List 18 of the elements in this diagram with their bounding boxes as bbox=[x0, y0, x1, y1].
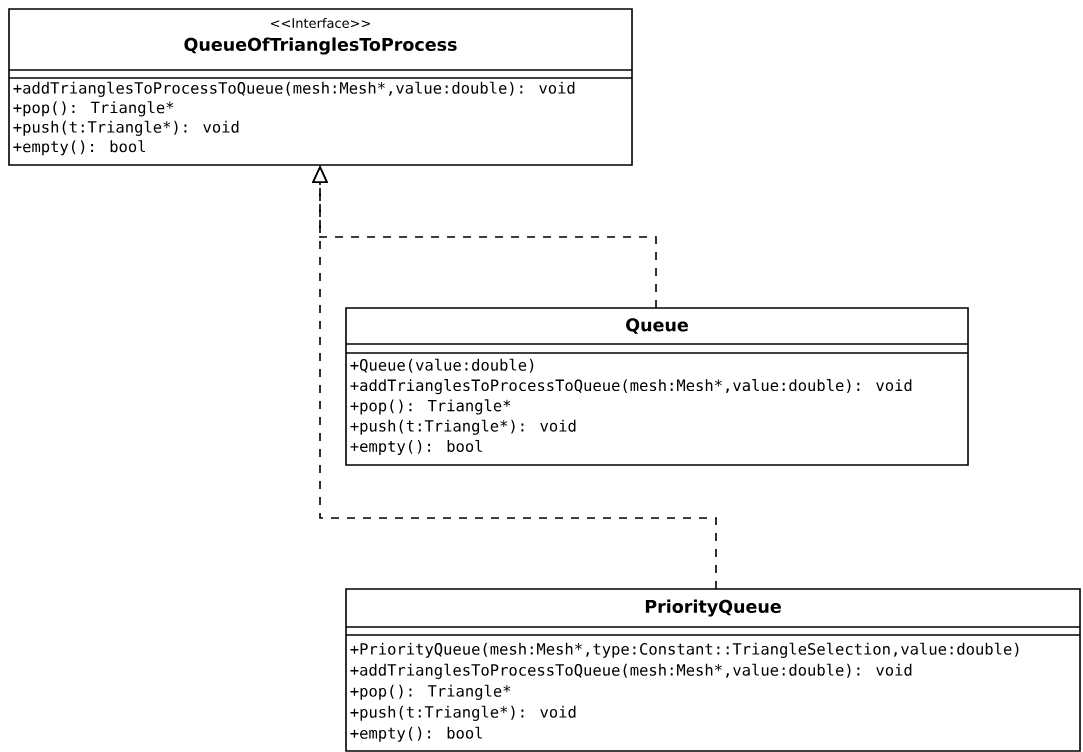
method-text: +Queue(value:double) bbox=[350, 358, 534, 373]
method-text: +pop(): Triangle* bbox=[13, 101, 174, 117]
method-text: +pop(): Triangle* bbox=[350, 684, 511, 700]
method-text: +PriorityQueue(mesh:Mesh*,type:Constant::TriangleSelection,value:double) bbox=[350, 642, 1019, 658]
class-name: Queue bbox=[626, 318, 688, 334]
stereotype-label: <<Interface>> bbox=[271, 17, 370, 29]
class-name: QueueOfTrianglesToProcess bbox=[184, 37, 457, 55]
method-text: +push(t:Triangle*): void bbox=[350, 705, 576, 721]
class-name: PriorityQueue bbox=[645, 599, 781, 617]
method-text: +addTrianglesToProcessToQueue(mesh:Mesh*,value:double): void bbox=[350, 379, 912, 395]
method-text: +empty(): bool bbox=[350, 726, 483, 742]
method-text: +pop(): Triangle* bbox=[350, 399, 511, 415]
method-text: +push(t:Triangle*): void bbox=[350, 419, 576, 435]
method-text: +push(t:Triangle*): void bbox=[13, 120, 239, 136]
method-text: +empty(): bool bbox=[350, 439, 483, 456]
method-text: +empty(): bool bbox=[13, 140, 146, 156]
method-text: +addTrianglesToProcessToQueue(mesh:Mesh*,value:double): void bbox=[350, 663, 912, 679]
method-text: +addTrianglesToProcessToQueue(mesh:Mesh*,value:double): void bbox=[13, 81, 575, 97]
